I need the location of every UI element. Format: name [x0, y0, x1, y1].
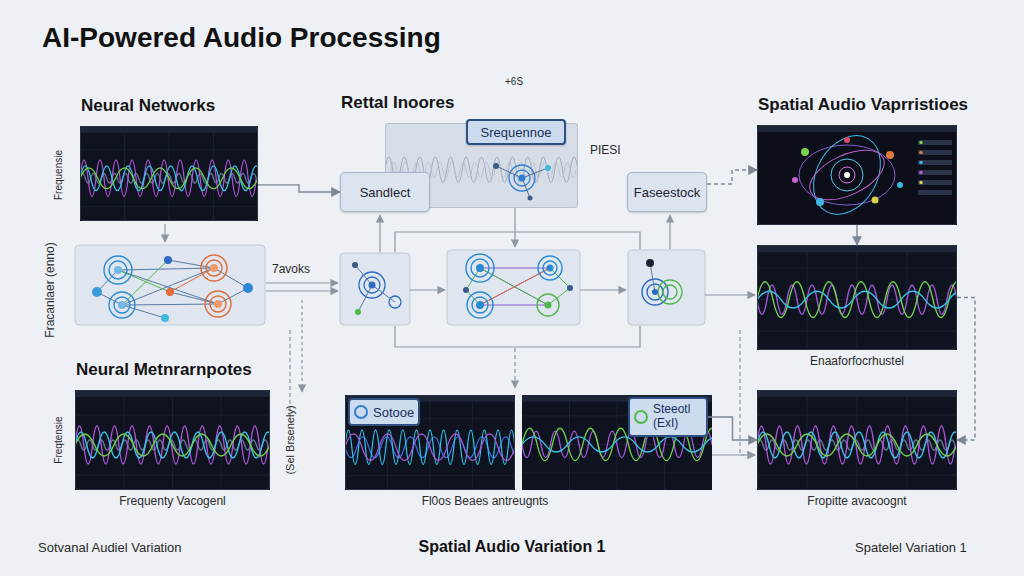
panel-heading: Spatial Audio Vaprristioes — [758, 95, 968, 115]
waveform-panel: Neural MetnrarnpotesFrequenty Vacogenl — [75, 390, 270, 490]
waveform-panel: Neural Networks — [80, 126, 258, 221]
neural-network-panels — [75, 245, 705, 325]
panel-caption: Frequenty Vacogenl — [76, 494, 269, 508]
waveform-screen — [522, 395, 727, 490]
process-box: Faseestock — [627, 172, 707, 212]
annotation-label: Freqtensie — [53, 416, 64, 463]
waveform-screen — [75, 390, 274, 490]
waveform — [522, 395, 727, 490]
waveform-screens — [75, 126, 973, 490]
annotation-label: PIESI — [590, 143, 621, 157]
panel-heading: Rettal Inoores — [341, 93, 454, 113]
waveform-screen — [757, 245, 973, 350]
panel-heading: Neural Networks — [81, 96, 215, 116]
flow-arrow — [957, 298, 975, 441]
process-box: Sandlect — [340, 172, 430, 212]
annotation-label: Fracanlaer (enno) — [43, 242, 57, 337]
flow-arrow — [258, 185, 340, 192]
waveform-panel: Fl0os Beaes antreugntsSotooe — [345, 395, 515, 490]
waveform-panel: Fropitte avacoognt — [757, 390, 957, 490]
panel-caption: Enaaforfocrhustel — [758, 354, 956, 368]
node-label: Sandlect — [360, 185, 411, 200]
waveform-panel: Enaaforfocrhustel — [757, 245, 957, 350]
spatial-audio-screen — [757, 124, 957, 227]
process-tag: Steeotl (ExI) — [628, 397, 708, 437]
process-tag: Srequennoe — [466, 119, 566, 145]
waveform-screen — [757, 390, 961, 490]
flow-arrow — [707, 170, 757, 184]
waveform-screen — [80, 126, 262, 221]
waveform — [345, 395, 524, 490]
node-label: Steeotl (ExI) — [653, 403, 705, 431]
flow-lines — [165, 208, 755, 455]
spatial-audio-panel: Spatial Audio Vaprristioes — [757, 125, 957, 225]
diagram-title: AI-Powered Audio Processing — [42, 22, 441, 54]
node-label: Faseestock — [634, 185, 700, 200]
waveform — [80, 126, 262, 221]
annotation-label: 7avoks — [272, 262, 310, 276]
annotation-label: Sotvanal Audiel Variation — [38, 540, 182, 555]
panel-heading: Neural Metnrarnpotes — [76, 360, 252, 380]
annotation-label: (Sel Brsenely) — [284, 405, 296, 474]
flow-arrow — [856, 225, 857, 245]
waveform — [75, 390, 274, 490]
annotation-label: +6S — [505, 76, 523, 87]
process-tag: Sotooe — [348, 398, 420, 426]
node-label: Srequennoe — [481, 125, 552, 140]
annotation-label: Spatelel Variation 1 — [855, 540, 967, 555]
panel-caption: Fl0os Beaes antreugnts — [401, 494, 569, 508]
waveform-screen — [345, 395, 524, 490]
waveform — [757, 245, 973, 350]
node-label: Sotooe — [373, 405, 414, 420]
panel-caption: Fropitte avacoognt — [758, 494, 956, 508]
annotation-label: Frequensie — [53, 150, 64, 200]
flow-arrow — [708, 417, 757, 440]
waveform — [757, 390, 961, 490]
